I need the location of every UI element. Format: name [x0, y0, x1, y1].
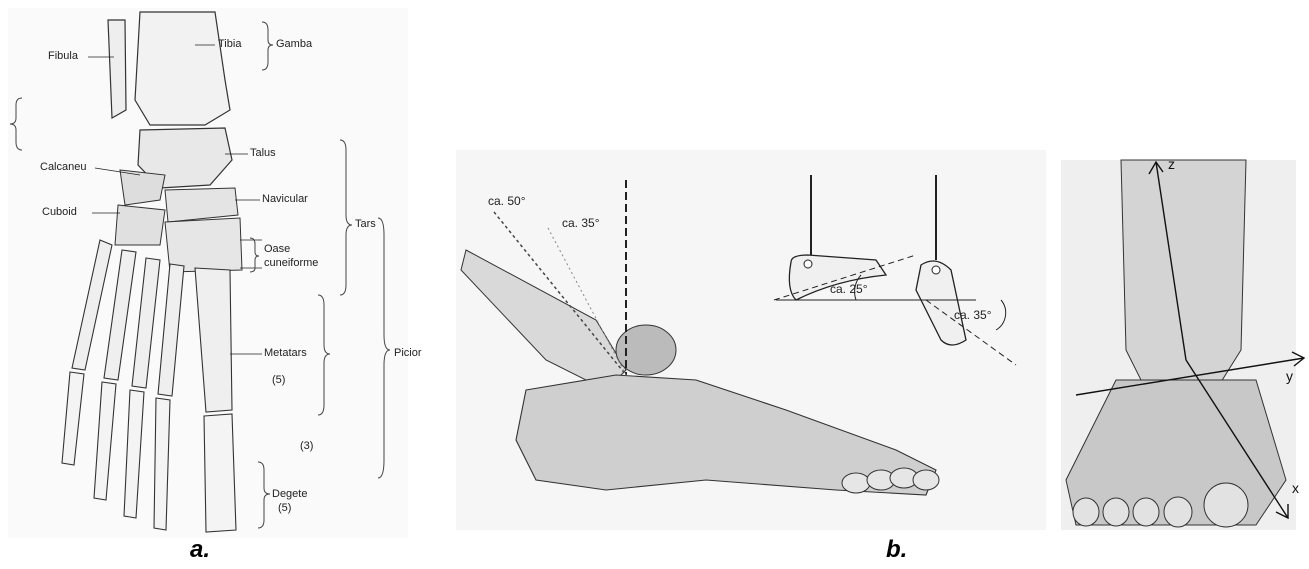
axis-label-x: x [1292, 480, 1299, 496]
label-metatars-count: (5) [272, 374, 285, 386]
angle-label-35-left: ca. 35° [562, 216, 600, 230]
label-calcaneu: Calcaneu [40, 161, 86, 173]
tibia-bone [135, 12, 230, 125]
label-tars: Tars [355, 218, 376, 230]
panel-a-foot-skeleton: Fibula Tibia Gamba Talus Calcaneu Navicu… [0, 0, 420, 569]
label-fibula: Fibula [48, 50, 78, 62]
label-cuboid: Cuboid [42, 206, 77, 218]
panel-b-ankle-axes: ca. 50° ca. 35° ca. 25° ca. 35° z y x b. [456, 150, 1306, 540]
label-navicular: Navicular [262, 193, 308, 205]
cuneiform-bones [165, 218, 242, 272]
label-cuneiforme: cuneiforme [264, 257, 318, 269]
label-gamba: Gamba [276, 38, 312, 50]
angle-label-25: ca. 25° [830, 282, 868, 296]
label-picior: Picior [394, 347, 422, 359]
angle-label-35-right: ca. 35° [954, 308, 992, 322]
label-degete: Degete [272, 488, 307, 500]
calcaneus-bone [120, 170, 165, 205]
axis-label-z: z [1168, 156, 1175, 172]
ankle-drawing [456, 150, 1306, 540]
label-metatars: Metatars [264, 347, 307, 359]
foot-skeleton-drawing [0, 0, 420, 569]
front-leg-shape [1121, 160, 1246, 390]
angle-label-50: ca. 50° [488, 194, 526, 208]
label-count-3: (3) [300, 440, 313, 452]
label-talus: Talus [250, 147, 276, 159]
label-degete-count: (5) [278, 502, 291, 514]
caption-a: a. [190, 536, 210, 564]
cuboid-bone [115, 205, 165, 245]
label-oase: Oase [264, 243, 290, 255]
caption-b: b. [886, 536, 907, 564]
label-tibia: Tibia [218, 38, 241, 50]
axis-label-y: y [1286, 368, 1293, 384]
